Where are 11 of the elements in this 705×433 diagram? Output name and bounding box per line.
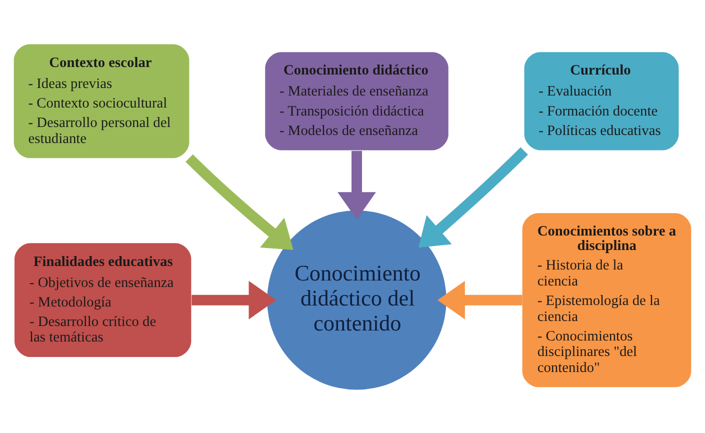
node-box: Conocimiento didáctico - Materiales de enseñanza - Transposición didáctica - Modelos de enseñanza <box>265 52 448 150</box>
arrow <box>186 154 294 250</box>
arrow <box>418 146 528 248</box>
node-box: Finalidades educativas - Objetivos de enseñanza - Metodología - Desarrollo crítico de las temáticas <box>14 242 192 357</box>
node-box: Conocimientos sobre a disciplina - Historia de la ciencia - Epistemología de la ciencia - Conocimientos disciplinares "del contenido" <box>522 212 692 387</box>
node-box: Contexto escolar - Ideas previas - Contexto sociocultural - Desarrollo personal del estudiante <box>14 44 190 158</box>
node-circle: Conocimiento didáctico del contenido <box>267 210 446 390</box>
arrow <box>437 280 522 319</box>
arrow <box>338 150 376 220</box>
node-box: Currículo - Evaluación - Formación docente - Políticas educativas <box>524 52 679 150</box>
arrow <box>192 280 276 319</box>
